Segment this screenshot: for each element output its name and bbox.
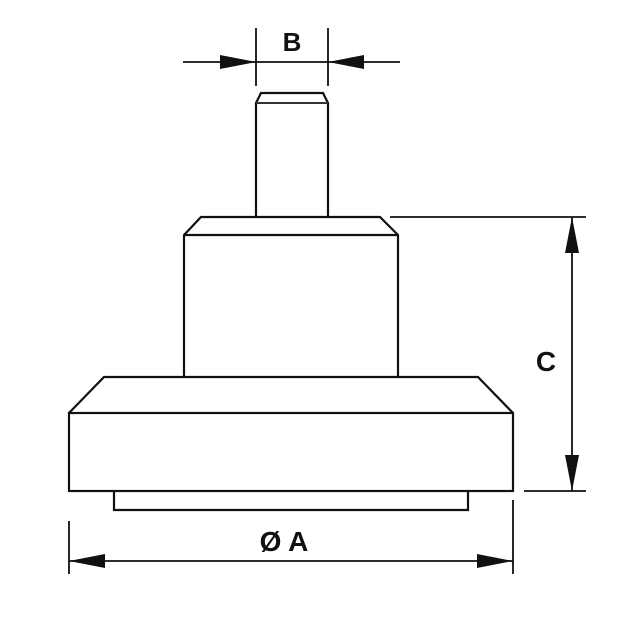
dimension-c: C [390, 216, 586, 492]
arrow-right-icon [477, 554, 513, 568]
arrow-up-icon [565, 217, 579, 253]
dimension-label-a: Ø A [260, 526, 309, 557]
arrow-left-icon [69, 554, 105, 568]
stem [254, 91, 330, 217]
dimension-b: B [183, 27, 400, 86]
mid-body [182, 215, 400, 377]
arrow-right-icon [220, 55, 256, 69]
dimension-a: Ø A [68, 500, 514, 574]
arrow-left-icon [328, 55, 364, 69]
flange [67, 375, 515, 493]
dimension-label-b: B [283, 27, 302, 57]
dimension-label-c: C [536, 346, 556, 377]
foot [112, 491, 470, 512]
arrow-down-icon [565, 455, 579, 491]
